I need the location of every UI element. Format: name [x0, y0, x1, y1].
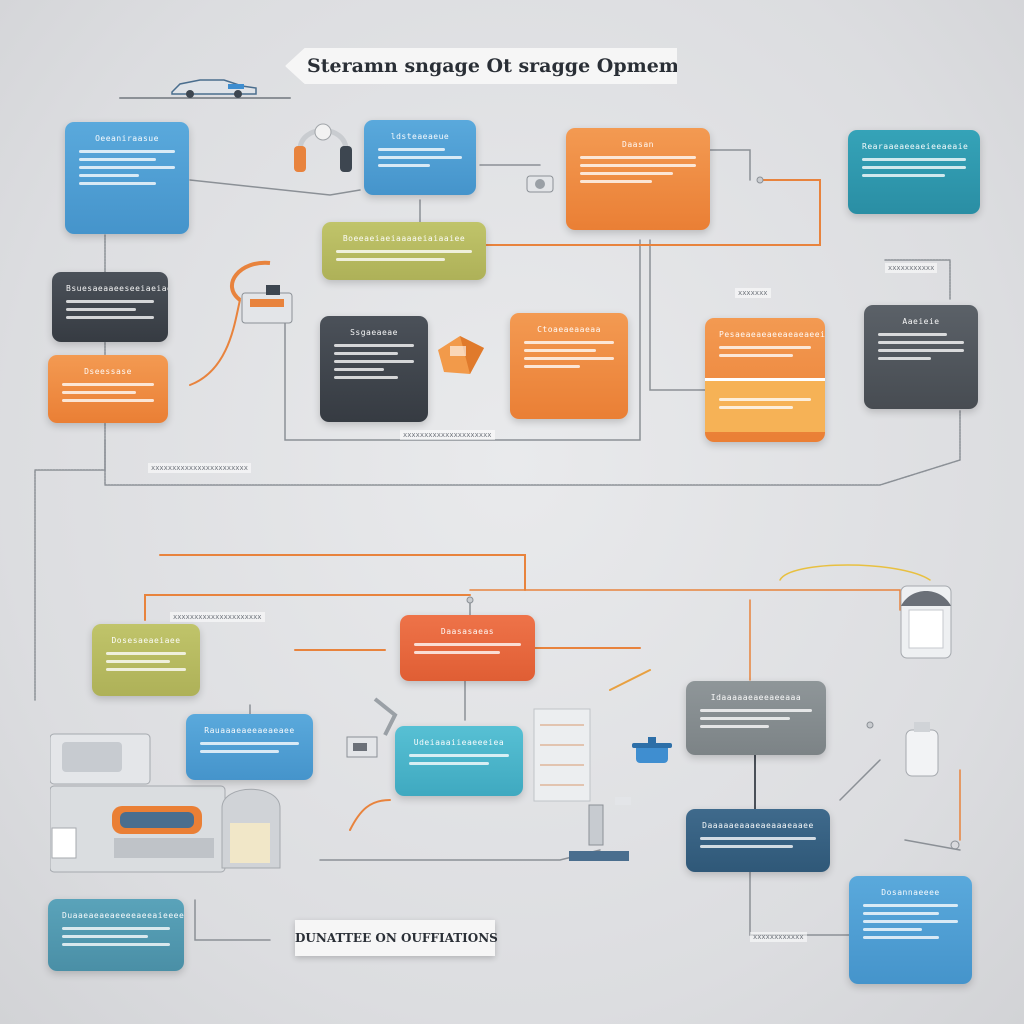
node-box: Ctoaeaeaaeaa	[510, 313, 628, 419]
node-box: Duaaeaeaeaeeeeaeeaieeee	[48, 899, 184, 971]
node-box: Daasan	[566, 128, 710, 230]
wire	[189, 179, 361, 196]
wire-node	[466, 596, 474, 604]
wire	[144, 594, 471, 621]
node-box: Daaaaaeaaaeaeaaaeaaee	[686, 809, 830, 872]
machinery-icon	[50, 733, 281, 873]
node-heading: Daaaaaeaaaeaeaaaeaaee	[702, 821, 814, 830]
wire	[749, 869, 851, 936]
wire	[484, 179, 821, 246]
footer-text: DUNATTEE ON OUFFIATIONS	[295, 931, 498, 945]
node-box: Idaaaaaeaeeaeeaaa	[686, 681, 826, 755]
cube-icon	[438, 336, 484, 374]
bottle-icon	[905, 722, 939, 777]
footer-banner: DUNATTEE ON OUFFIATIONS	[295, 920, 498, 956]
node-box: Aaeieie	[864, 305, 978, 409]
title-text: Steramn sngage Ot sragge Opmemiuns	[307, 55, 725, 77]
wire	[194, 899, 271, 941]
node-heading: Rearaaeaeeaeieeaeaie	[862, 142, 969, 151]
node-heading: Ctoaeaeaaeaa	[537, 325, 601, 334]
headset-icon	[294, 123, 352, 172]
wire	[884, 259, 951, 301]
node-box: Rauaaaeaeeaeaeaee	[186, 714, 313, 780]
tool-icon	[569, 797, 631, 861]
node-box: Ssgaeaeae	[320, 316, 428, 422]
wire-node	[950, 840, 960, 850]
node-heading: Dseessase	[84, 367, 132, 376]
node-heading: Pesaeaeaeaeeaeaeaeei	[719, 330, 825, 339]
wire	[189, 299, 241, 386]
node-heading: Bsuesaeaaeeseeiaeiaeeeaee	[66, 284, 168, 293]
edge-label: xxxxxxxxxxxxxxxxxxxxxxx	[148, 463, 251, 473]
edge-label: xxxxxxxxxxxx	[750, 932, 807, 942]
node-heading: Idaaaaaeaeeaeeaaa	[710, 693, 802, 702]
node-box: Daasasaeas	[400, 615, 535, 681]
edge-label: xxxxxxx	[735, 288, 771, 298]
node-heading: Daasasaeas	[440, 627, 495, 636]
wire	[779, 564, 931, 581]
edge-label: xxxxxxxxxxxxxxxxxxxxx	[170, 612, 265, 622]
node-box: Dosannaeeee	[849, 876, 972, 984]
wire	[319, 849, 601, 861]
wire	[904, 839, 961, 851]
wire	[284, 239, 641, 441]
wire	[34, 234, 106, 701]
gadget-icon	[346, 697, 398, 758]
wire	[649, 239, 706, 391]
wire	[159, 554, 526, 591]
device-icon	[230, 260, 293, 324]
wire-node	[866, 721, 874, 729]
node-heading: Rauaaaeaeeaeaeaee	[204, 726, 295, 735]
node-heading: Boeeaeiaeiaaaaeiaiaaiee	[342, 234, 466, 243]
edge-label: xxxxxxxxxxx	[885, 263, 938, 273]
node-box: Boeeaeiaeiaaaaeiaiaaiee	[322, 222, 486, 280]
node-box: Oeeaniraasue	[65, 122, 189, 234]
node-box: Dosesaeaeiaee	[92, 624, 200, 696]
node-box: Dseessase	[48, 355, 168, 423]
node-heading: Udeiaaaiieaeeeiea	[413, 738, 505, 747]
node-heading: Daasan	[622, 140, 654, 149]
wire	[709, 149, 751, 181]
wire-node	[756, 176, 764, 184]
node-heading: ldsteaeaeue	[390, 132, 450, 141]
node-box: ldsteaeaeue	[364, 120, 476, 195]
wire	[839, 759, 881, 801]
node-heading: Duaaeaeaeaeeeeaeeaieeee	[62, 911, 184, 920]
node-box: Udeiaaaiieaeeeiea	[395, 726, 523, 796]
wire	[609, 669, 651, 691]
pot-icon	[632, 737, 672, 763]
wire	[469, 589, 901, 611]
node-box: Pesaeaeaeaeeaeaeaeei	[705, 318, 825, 442]
car-icon	[171, 79, 257, 98]
camera-icon	[526, 175, 554, 193]
node-heading: Dosannaeeee	[881, 888, 940, 897]
node-box: Bsuesaeaaeeseeiaeiaeeeaee	[52, 272, 168, 342]
edge-label: xxxxxxxxxxxxxxxxxxxxx	[400, 430, 495, 440]
wire	[349, 799, 391, 831]
appliance-icon	[900, 585, 952, 659]
node-heading: Aaeieie	[902, 317, 940, 326]
panel-icon	[533, 708, 591, 802]
node-box: Rearaaeaeeaeieeaeaie	[848, 130, 980, 214]
wire	[104, 409, 961, 486]
node-heading: Dosesaeaeiaee	[111, 636, 181, 645]
title-banner: Steramn sngage Ot sragge Opmemiuns	[285, 48, 677, 84]
node-heading: Ssgaeaeae	[350, 328, 398, 337]
node-heading: Oeeaniraasue	[95, 134, 159, 143]
